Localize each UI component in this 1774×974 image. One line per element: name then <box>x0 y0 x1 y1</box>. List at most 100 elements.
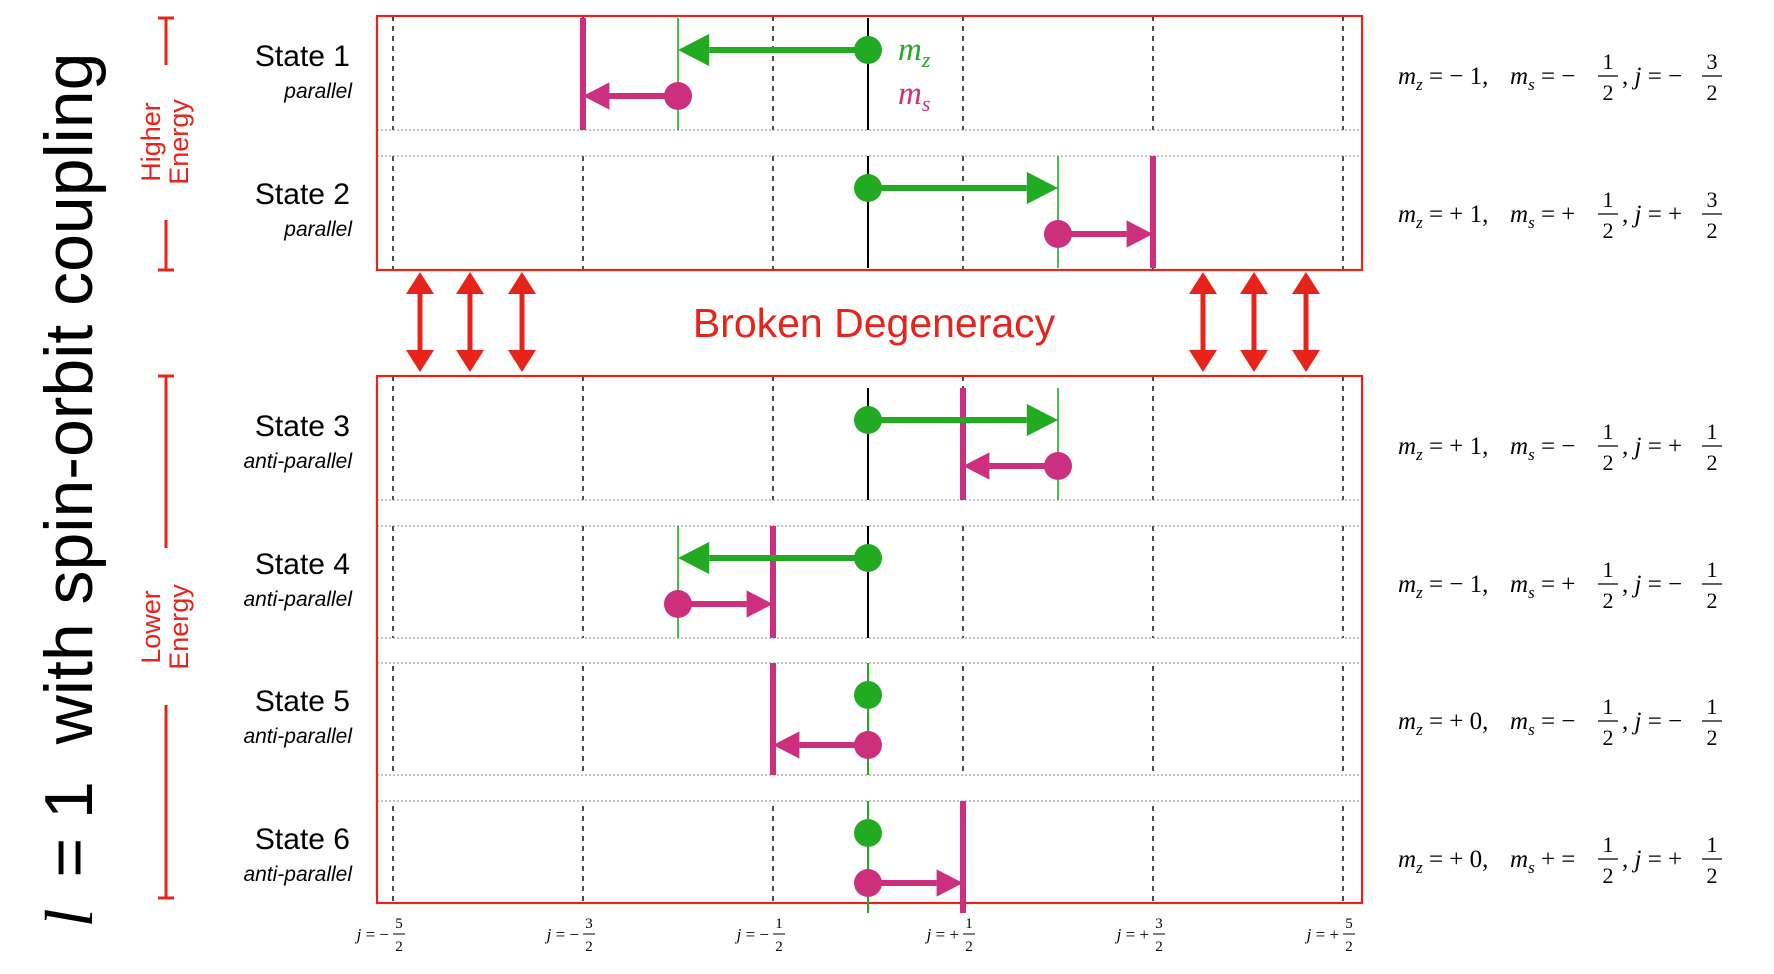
eq-ms-frac-den: 2 <box>1603 450 1614 475</box>
mz-arrowhead <box>1026 171 1058 205</box>
j-tick-prefix: j = + <box>1305 925 1339 944</box>
eq-mz-sub: z <box>1415 75 1423 94</box>
eq-mz-var: m <box>1398 571 1416 598</box>
eq-j-comma: , <box>1622 571 1635 598</box>
mz-arrowhead <box>678 541 710 575</box>
title: l = 1 with spin-orbit coupling <box>31 53 107 928</box>
eq-ms-sub: s <box>1528 858 1535 877</box>
mz-origin-dot <box>854 681 882 709</box>
eq-j-frac: 12 <box>1702 557 1722 613</box>
eq-j-frac-den: 2 <box>1707 450 1718 475</box>
j-tick-var: j <box>545 925 552 944</box>
eq-ms: ms = − <box>1510 63 1575 94</box>
eq-j-comma: , <box>1622 433 1635 460</box>
eq-mz: mz = − 1, <box>1398 571 1488 602</box>
panel-2 <box>375 374 1364 905</box>
row-gap <box>377 775 1362 801</box>
eq-j-var: j <box>1632 846 1642 873</box>
eq-ms-rest: + = <box>1535 846 1576 873</box>
eq-j-frac-num: 1 <box>1707 832 1718 857</box>
eq-ms-frac-den: 2 <box>1603 588 1614 613</box>
eq-j: , j = + <box>1622 846 1682 873</box>
eq-ms-var: m <box>1510 63 1528 90</box>
degeneracy-arrow-3 <box>1189 272 1217 372</box>
eq-ms-rest: = + <box>1535 201 1576 228</box>
eq-ms: ms = − <box>1510 433 1575 464</box>
state-type: parallel <box>283 218 353 241</box>
eq-j-rest: = + <box>1641 433 1682 460</box>
eq-mz-rest: = − 1, <box>1423 63 1489 90</box>
eq-ms-frac: 12 <box>1598 694 1618 750</box>
eq-ms-sub: s <box>1528 445 1535 464</box>
j-tick-prefix: j = + <box>925 925 959 944</box>
lower-energy-label-line2: Energy <box>164 584 194 670</box>
j-axis-ticks: j = −52j = −32j = −12j = +12j = +32j = +… <box>355 916 1355 955</box>
eq-j-comma: , <box>1622 846 1635 873</box>
degeneracy-arrow-bottom <box>456 350 484 372</box>
eq-j-frac: 32 <box>1702 49 1722 105</box>
legend-mz-sub: z <box>921 47 931 72</box>
state-name: State 4 <box>255 548 350 581</box>
eq-ms: ms + = <box>1510 846 1575 877</box>
j-tick-den: 2 <box>1155 939 1163 955</box>
row-gap <box>377 130 1362 156</box>
eq-ms-sub: s <box>1528 720 1535 739</box>
j-tick-label-0: j = −52 <box>355 916 405 955</box>
eq-j-var: j <box>1632 63 1642 90</box>
degeneracy-arrow-top <box>1240 272 1268 294</box>
degeneracy-arrow-4 <box>1240 272 1268 372</box>
eq-ms-frac-num: 1 <box>1603 419 1614 444</box>
eq-j: , j = + <box>1622 201 1682 228</box>
eq-j-rest: = + <box>1641 201 1682 228</box>
eq-j-frac-num: 1 <box>1707 419 1718 444</box>
higher-energy-label-line1: Higher <box>136 102 166 182</box>
eq-j-frac: 32 <box>1702 187 1722 243</box>
ms-arrowhead <box>773 731 800 759</box>
eq-j-var: j <box>1632 708 1642 735</box>
eq-j-rest: = − <box>1641 63 1682 90</box>
eq-mz-var: m <box>1398 846 1416 873</box>
eq-j: , j = − <box>1622 571 1682 598</box>
eq-mz: mz = + 0, <box>1398 846 1488 877</box>
eq-j: , j = − <box>1622 708 1682 735</box>
j-tick-num: 5 <box>395 916 403 932</box>
eq-j-frac-den: 2 <box>1707 80 1718 105</box>
eq-j-rest: = + <box>1641 846 1682 873</box>
title-var: l <box>31 909 107 928</box>
state-name: State 6 <box>255 823 350 856</box>
higher-energy-label-group: Higher Energy <box>136 99 194 185</box>
eq-mz-var: m <box>1398 433 1416 460</box>
eq-ms-frac-den: 2 <box>1603 218 1614 243</box>
eq-mz-rest: = − 1, <box>1423 571 1489 598</box>
j-tick-prefix: j = − <box>355 925 389 944</box>
eq-ms-frac: 12 <box>1598 832 1618 888</box>
eq-mz-rest: = + 0, <box>1423 708 1489 735</box>
eq-ms-frac: 12 <box>1598 187 1618 243</box>
eq-ms-frac: 12 <box>1598 49 1618 105</box>
eq-ms-frac-num: 1 <box>1603 557 1614 582</box>
state-equation: mz = + 0,ms = −12, j = −12 <box>1398 694 1722 750</box>
j-tick-prefix: j = − <box>735 925 769 944</box>
j-tick-num: 3 <box>1155 916 1163 932</box>
degeneracy-arrow-bottom <box>508 350 536 372</box>
state-equation: mz = + 1,ms = −12, j = +12 <box>1398 419 1722 475</box>
j-tick-label-3: j = +12 <box>925 916 975 955</box>
degeneracy-arrow-5 <box>1292 272 1320 372</box>
j-tick-prefix: j = − <box>545 925 579 944</box>
eq-mz: mz = + 0, <box>1398 708 1488 739</box>
eq-j-frac: 12 <box>1702 419 1722 475</box>
ms-arrowhead <box>746 590 773 618</box>
lower-energy-label-group: Lower Energy <box>136 584 194 670</box>
eq-ms: ms = − <box>1510 708 1575 739</box>
legend-ms: ms <box>898 76 930 116</box>
eq-ms-sub: s <box>1528 75 1535 94</box>
eq-ms-sub: s <box>1528 213 1535 232</box>
legend-ms-var: m <box>898 76 922 112</box>
eq-ms-rest: = − <box>1535 63 1576 90</box>
